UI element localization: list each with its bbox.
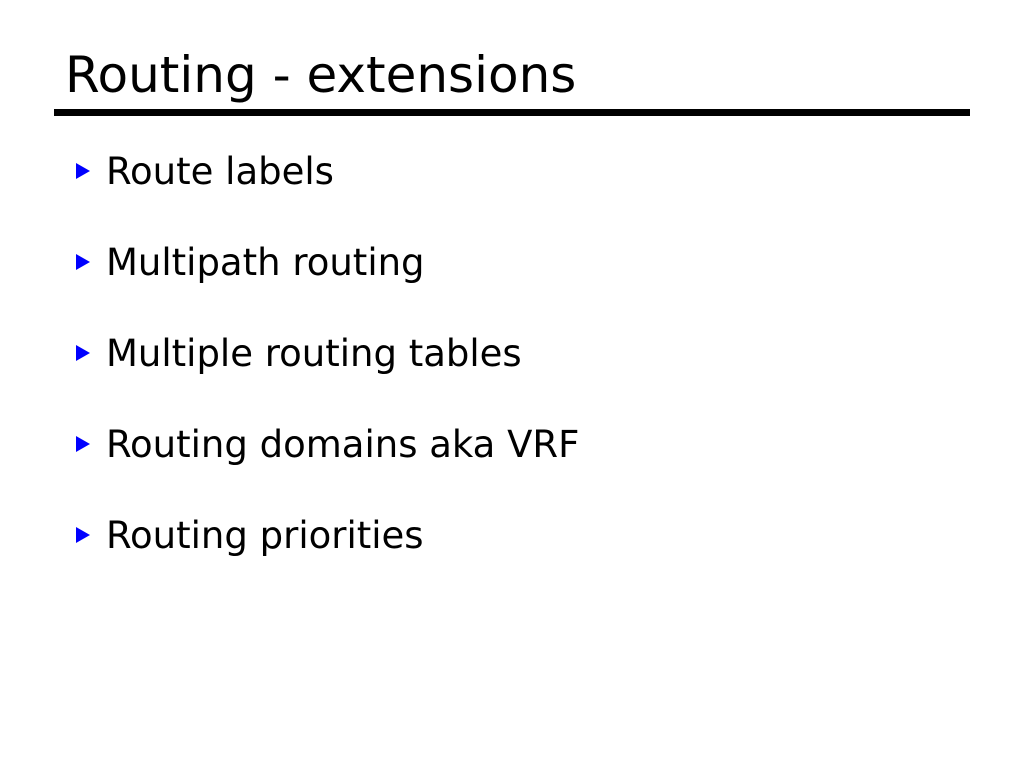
list-item[interactable]: Multiple routing tables	[76, 334, 976, 425]
list-item-label: Multipath routing	[106, 241, 425, 284]
list-item[interactable]: Routing priorities	[76, 516, 976, 607]
title-underline-rule	[54, 109, 970, 116]
list-item[interactable]: Routing domains aka VRF	[76, 425, 976, 516]
list-item-label: Routing domains aka VRF	[106, 423, 580, 466]
page-title: Routing - extensions	[65, 46, 577, 104]
slide-title-block: Routing - extensions	[54, 46, 970, 116]
triangle-right-icon	[76, 436, 90, 452]
triangle-right-icon	[76, 527, 90, 543]
list-item[interactable]: Route labels	[76, 152, 976, 243]
triangle-right-icon	[76, 254, 90, 270]
bullet-list: Route labels Multipath routing Multiple …	[76, 152, 976, 607]
triangle-right-icon	[76, 345, 90, 361]
list-item[interactable]: Multipath routing	[76, 243, 976, 334]
triangle-right-icon	[76, 163, 90, 179]
list-item-label: Route labels	[106, 150, 334, 193]
list-item-label: Routing priorities	[106, 514, 424, 557]
list-item-label: Multiple routing tables	[106, 332, 522, 375]
